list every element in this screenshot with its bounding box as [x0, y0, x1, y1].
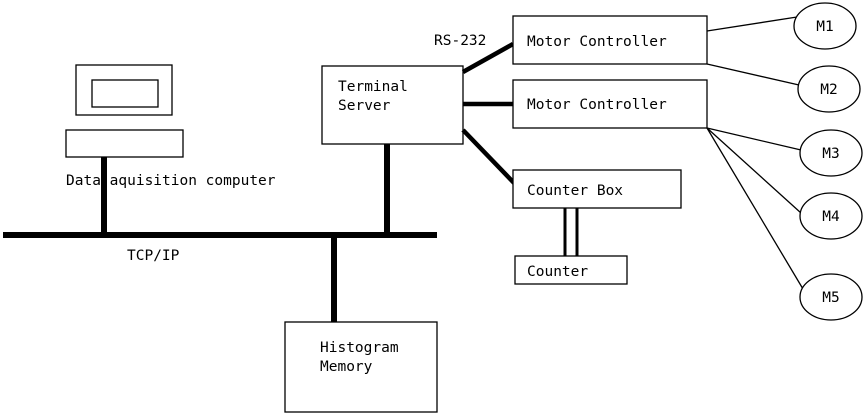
motor-link-mc2-to-m5 — [706, 127, 804, 290]
data-acquisition-computer-label: Data aquisition computer — [66, 173, 276, 189]
motor-node-m2[interactable] — [797, 65, 861, 113]
motor-node-m4[interactable] — [799, 192, 863, 240]
rs232-link-terminal-to-mc1 — [461, 42, 515, 74]
motor-controller-2-box[interactable] — [512, 79, 708, 129]
counter-box-label: Counter Box — [527, 183, 623, 199]
motor-link-mc1-to-m1 — [706, 16, 798, 32]
counter-box-box[interactable] — [512, 169, 682, 209]
terminal-server-box[interactable] — [321, 65, 464, 145]
terminal-server-label-line2: Server — [338, 98, 391, 114]
motor-node-m3[interactable] — [799, 129, 863, 177]
motor-controller-1-box[interactable] — [512, 15, 708, 65]
motor-node-m4-label: M4 — [822, 209, 840, 225]
motor-controller-2-label: Motor Controller — [527, 97, 667, 113]
histogram-memory-label-line2: Memory — [320, 359, 373, 375]
motor-node-m5[interactable] — [799, 273, 863, 321]
histogram-memory-box[interactable] — [284, 321, 438, 413]
counter-box[interactable] — [514, 255, 628, 285]
tcp-ip-label: TCP/IP — [127, 248, 180, 264]
counter-label: Counter — [527, 264, 588, 280]
motor-node-m1[interactable] — [793, 2, 857, 50]
terminal-server-label-line1: Terminal — [338, 79, 408, 95]
rs232-link-terminal-to-counter-box — [461, 128, 517, 186]
motor-link-mc2-to-m3 — [706, 127, 802, 151]
motor-controller-1-label: Motor Controller — [527, 34, 667, 50]
computer-base-icon — [65, 129, 184, 158]
motor-node-m3-label: M3 — [822, 146, 839, 162]
motor-node-m1-label: M1 — [816, 19, 833, 35]
rs-232-label: RS-232 — [434, 33, 486, 49]
histogram-memory-label-line1: Histogram — [320, 340, 399, 356]
motor-node-m5-label: M5 — [822, 290, 839, 306]
motor-link-mc1-to-m2 — [706, 63, 800, 86]
motor-node-m2-label: M2 — [820, 82, 837, 98]
monitor-screen-icon — [91, 79, 159, 108]
motor-link-mc2-to-m4 — [706, 127, 802, 214]
